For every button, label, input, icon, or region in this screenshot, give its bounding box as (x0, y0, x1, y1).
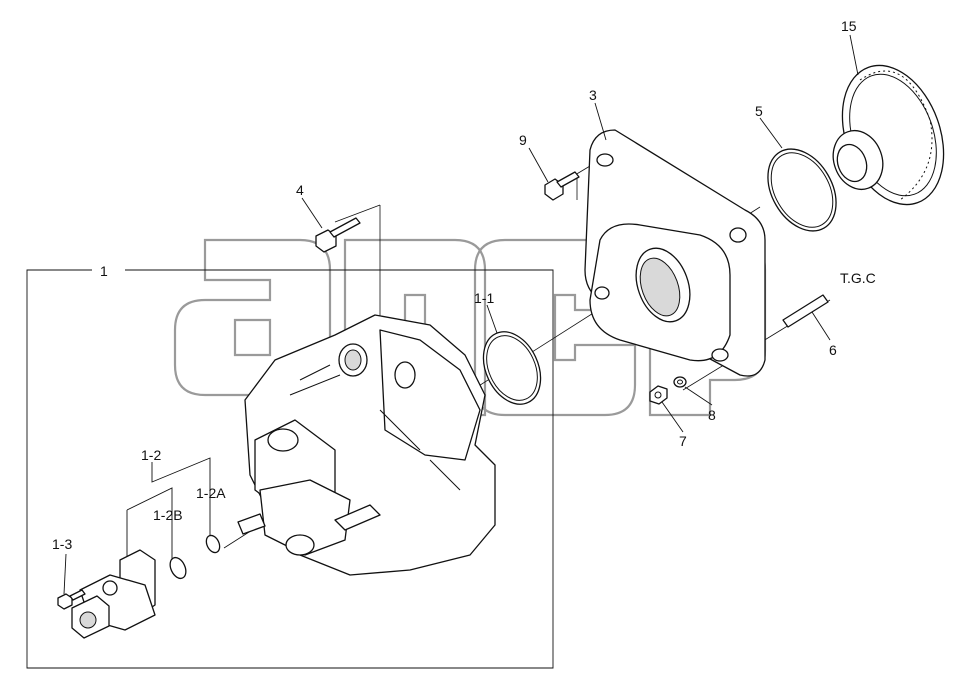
label-1: 1 (100, 263, 108, 279)
o-ring-part-1-1 (482, 331, 542, 405)
bracket-part-3 (584, 129, 766, 377)
label-6: 6 (829, 342, 837, 358)
o-ring-part-1-2b (169, 556, 187, 580)
label-9: 9 (519, 132, 527, 148)
label-4: 4 (296, 182, 304, 198)
label-8: 8 (708, 407, 716, 423)
gear-part-15 (832, 64, 945, 206)
label-1-1: 1-1 (474, 290, 494, 306)
assembly-1-frame (26, 269, 554, 669)
stud-part-6 (782, 294, 829, 328)
screw-part-1-3 (57, 589, 86, 610)
leader-lines (63, 34, 859, 595)
label-1-2b: 1-2B (153, 507, 183, 523)
bolt-part-4 (315, 217, 361, 253)
part-labels: 15 5 3 9 4 1 1-1 T.G.C 6 8 7 1-2 1-2A 1-… (52, 18, 876, 552)
washer-part-8 (673, 376, 687, 388)
label-7: 7 (679, 433, 687, 449)
label-3: 3 (589, 87, 597, 103)
label-15: 15 (841, 18, 857, 34)
label-1-2: 1-2 (141, 447, 161, 463)
o-ring-part-1-2a (205, 534, 221, 554)
label-1-2a: 1-2A (196, 485, 226, 501)
pump-body-part-1 (237, 314, 496, 576)
o-ring-part-5 (767, 148, 837, 232)
bolt-part-9 (544, 171, 580, 201)
nut-part-7 (649, 385, 668, 405)
valve-part-1-2 (71, 549, 156, 639)
label-tgc: T.G.C (840, 270, 876, 286)
label-1-3: 1-3 (52, 536, 72, 552)
label-5: 5 (755, 103, 763, 119)
